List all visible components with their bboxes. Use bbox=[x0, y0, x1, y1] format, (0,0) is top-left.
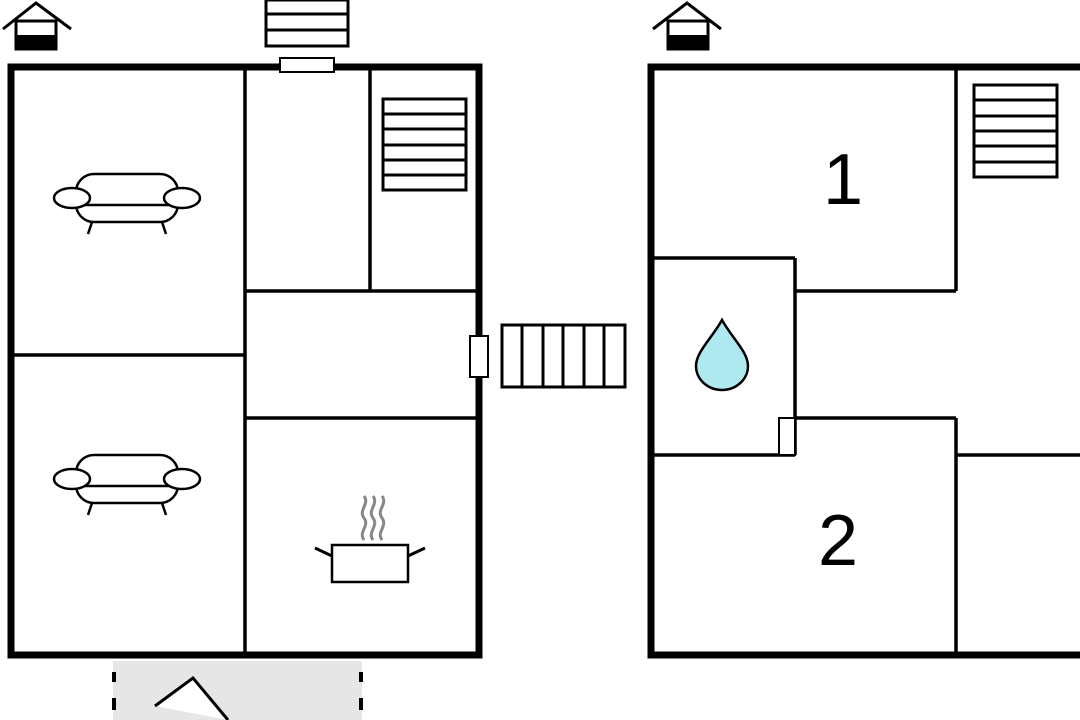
door-icon-side bbox=[469, 335, 489, 378]
sofa-icon bbox=[52, 453, 202, 516]
bedroom-2-label: 2 bbox=[818, 501, 859, 581]
stairs-icon-outside bbox=[500, 323, 627, 389]
house-icon-ground-floor bbox=[2, 1, 72, 51]
stairs-icon-top bbox=[264, 0, 350, 48]
bedroom-1-label: 1 bbox=[823, 140, 864, 220]
house-icon-upper-floor bbox=[652, 1, 722, 51]
cooking-pot-icon bbox=[314, 495, 426, 584]
door-icon-bathroom bbox=[778, 417, 796, 456]
stairs-icon-ground bbox=[381, 97, 468, 192]
sofa-icon bbox=[52, 172, 202, 235]
window-icon bbox=[279, 57, 335, 73]
stairs-icon-upper bbox=[972, 83, 1059, 179]
water-drop-icon bbox=[694, 317, 750, 392]
terrace bbox=[112, 661, 363, 720]
upper-floor bbox=[647, 63, 1080, 659]
